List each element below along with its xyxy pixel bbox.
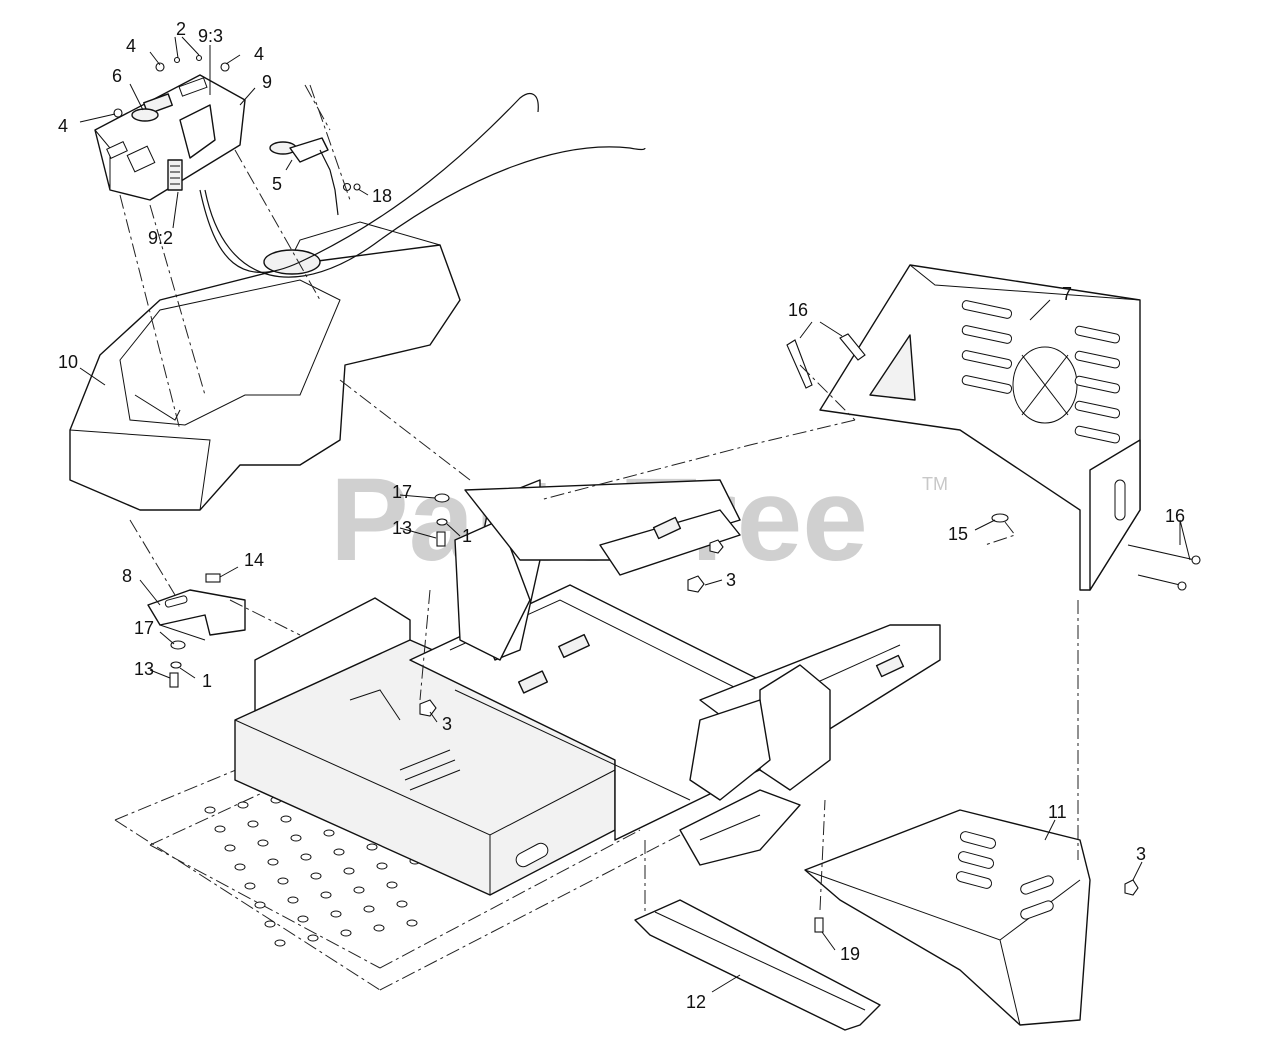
perforation-hole bbox=[237, 801, 249, 809]
callout-2: 2 bbox=[176, 19, 186, 39]
part-11-foot-plate bbox=[804, 809, 1091, 1026]
perforation-hole bbox=[406, 919, 418, 927]
chassis-frame bbox=[234, 479, 941, 896]
perforation-hole bbox=[310, 872, 322, 880]
perforation-hole bbox=[244, 882, 256, 890]
perforation-hole bbox=[204, 806, 216, 814]
perforation-hole bbox=[254, 901, 266, 909]
perforation-hole bbox=[373, 924, 385, 932]
perforation-hole bbox=[386, 881, 398, 889]
watermark-trademark: TM bbox=[922, 474, 948, 494]
callout-13: 13 bbox=[134, 659, 154, 679]
callout-9-2: 9:2 bbox=[148, 228, 173, 248]
callout-1: 1 bbox=[202, 671, 212, 691]
callout-13: 13 bbox=[392, 518, 412, 538]
perforation-hole bbox=[257, 839, 269, 847]
callout-8: 8 bbox=[122, 566, 132, 586]
perforation-hole bbox=[290, 834, 302, 842]
callout-12: 12 bbox=[686, 992, 706, 1012]
perforation-hole bbox=[343, 867, 355, 875]
part-12-lower-shield bbox=[634, 899, 881, 1031]
callout-4: 4 bbox=[58, 116, 68, 136]
perforation-hole bbox=[330, 910, 342, 918]
callout-5: 5 bbox=[272, 174, 282, 194]
callout-11: 11 bbox=[1048, 802, 1067, 822]
perforation-hole bbox=[320, 891, 332, 899]
callout-16: 16 bbox=[788, 300, 808, 320]
perforation-hole bbox=[353, 886, 365, 894]
perforation-hole bbox=[247, 820, 259, 828]
callout-labels: 4 2 9:3 4 9 6 4 5 18 9:2 10 16 7 16 15 1… bbox=[58, 19, 1185, 1012]
assembly-lines bbox=[119, 84, 1079, 915]
callout-3: 3 bbox=[442, 714, 452, 734]
perforation-hole bbox=[300, 853, 312, 861]
callout-3: 3 bbox=[726, 570, 736, 590]
callout-9-3: 9:3 bbox=[198, 26, 223, 46]
callout-15: 15 bbox=[948, 524, 968, 544]
part-9-console-panel bbox=[94, 74, 246, 201]
perforation-hole bbox=[224, 844, 236, 852]
callout-6: 6 bbox=[112, 66, 122, 86]
leader-lines bbox=[79, 36, 1191, 993]
perforation-hole bbox=[366, 843, 378, 851]
perforation-hole bbox=[280, 815, 292, 823]
perforation-hole bbox=[297, 915, 309, 923]
perforation-hole bbox=[277, 877, 289, 885]
part-5-throttle-switch bbox=[269, 137, 339, 216]
perforation-hole bbox=[264, 920, 276, 928]
hardware bbox=[113, 54, 1201, 933]
perforation-hole bbox=[234, 863, 246, 871]
callout-7: 7 bbox=[1062, 284, 1072, 304]
part-7-rear-guard bbox=[819, 264, 1141, 591]
callout-17: 17 bbox=[392, 482, 412, 502]
callout-4: 4 bbox=[126, 36, 136, 56]
callout-16: 16 bbox=[1165, 506, 1185, 526]
callout-10: 10 bbox=[58, 352, 78, 372]
part-10-fender-body bbox=[69, 221, 461, 511]
perforation-hole bbox=[396, 900, 408, 908]
callout-18: 18 bbox=[372, 186, 392, 206]
perforation-hole bbox=[287, 896, 299, 904]
callout-14: 14 bbox=[244, 550, 264, 570]
perforation-hole bbox=[307, 934, 319, 942]
cables bbox=[199, 93, 646, 278]
callout-19: 19 bbox=[840, 944, 860, 964]
callout-4: 4 bbox=[254, 44, 264, 64]
perforation-hole bbox=[274, 939, 286, 947]
perforation-hole bbox=[333, 848, 345, 856]
callout-9: 9 bbox=[262, 72, 272, 92]
perforation-hole bbox=[363, 905, 375, 913]
callout-3: 3 bbox=[1136, 844, 1146, 864]
perforation-hole bbox=[323, 829, 335, 837]
perforation-hole bbox=[214, 825, 226, 833]
part-8-bracket bbox=[147, 589, 246, 641]
perforation-hole bbox=[340, 929, 352, 937]
perforation-hole bbox=[267, 858, 279, 866]
callout-1: 1 bbox=[462, 526, 472, 546]
perforation-hole bbox=[376, 862, 388, 870]
callout-17: 17 bbox=[134, 618, 154, 638]
